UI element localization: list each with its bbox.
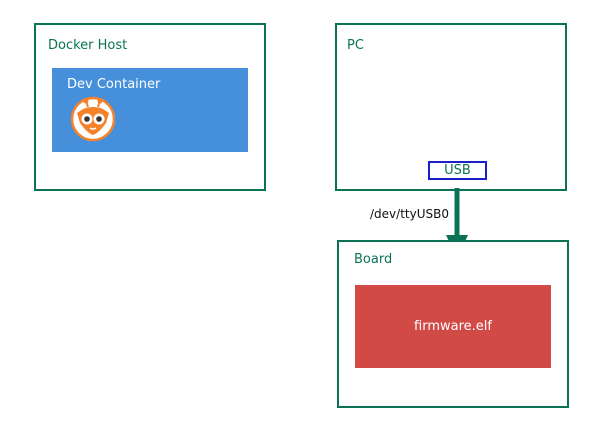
usb-port: USB (428, 161, 487, 180)
docker-host-title: Docker Host (48, 38, 128, 53)
platformio-icon (70, 96, 116, 142)
firmware-block: firmware.elf (355, 285, 551, 368)
dev-container-label: Dev Container (67, 77, 161, 92)
pc-title: PC (347, 38, 364, 53)
firmware-label: firmware.elf (414, 319, 492, 334)
dev-container-box: Dev Container (52, 68, 248, 152)
board-title: Board (354, 252, 393, 267)
device-path-label: /dev/ttyUSB0 (370, 207, 449, 221)
